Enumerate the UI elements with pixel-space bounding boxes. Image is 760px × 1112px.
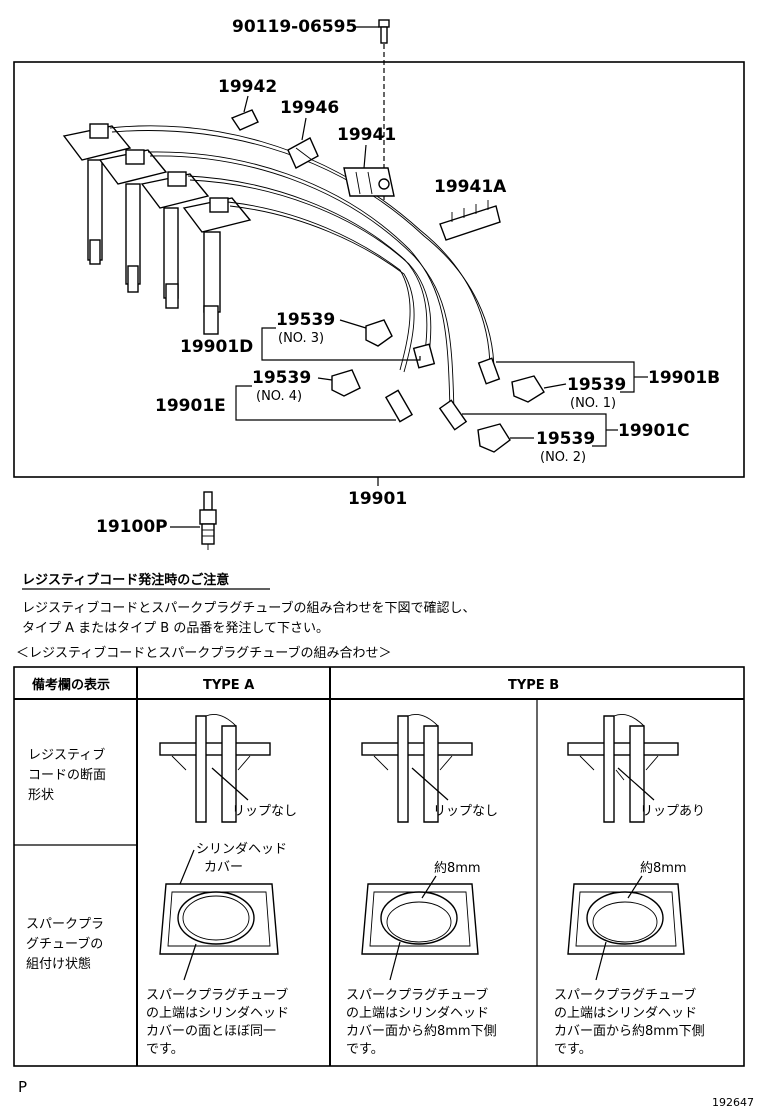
lip-yes-label: リップあり	[640, 804, 705, 819]
plug-boots-icon	[62, 123, 252, 335]
approx-8mm-label-1: 約8mm	[434, 861, 481, 876]
part-number-cap-no3[interactable]: 19539	[276, 310, 335, 330]
cap-no4-tag: (NO. 4)	[256, 389, 302, 404]
cap-no1-icon	[511, 375, 545, 403]
svg-text:スパークプラグチューブ: スパークプラグチューブ	[146, 987, 288, 1003]
cord-section-type-b1-icon: リップなし	[361, 714, 498, 823]
table-title: ＜レジスティブコードとスパークプラグチューブの組み合わせ＞	[16, 645, 391, 661]
part-number-19946[interactable]: 19946	[280, 98, 339, 118]
part-number-19901d[interactable]: 19901D	[180, 337, 253, 357]
cap-no2-icon	[477, 423, 511, 453]
footer-mark: P	[18, 1078, 27, 1096]
note-line-1: レジスティブコードとスパークプラグチューブの組み合わせを下図で確認し、	[22, 600, 475, 616]
part-number-bolt[interactable]: 90119-06595	[232, 17, 357, 37]
part-number-cap-no4[interactable]: 19539	[252, 368, 311, 388]
figure-id: 192647	[712, 1096, 754, 1109]
lip-none-label-2: リップなし	[433, 804, 498, 819]
cap-no3-group: 19539 (NO. 3) 19901D	[180, 310, 421, 361]
svg-text:の上端はシリンダヘッド: の上端はシリンダヘッド	[146, 1006, 289, 1021]
cap-no1-group: 19539 (NO. 1) 19901B	[496, 361, 720, 411]
part-number-19941a[interactable]: 19941A	[434, 177, 507, 197]
row2-label-2: グチューブの	[26, 936, 103, 952]
cord-section-type-a-icon: リップなし	[159, 714, 297, 823]
part-number-19942[interactable]: 19942	[218, 77, 277, 97]
part-number-19901[interactable]: 19901	[348, 489, 407, 509]
cap-no2-group: 19539 (NO. 2) 19901C	[462, 413, 690, 465]
col-label: 備考欄の表示	[32, 677, 110, 693]
svg-text:カバー面から約8mm下側: カバー面から約8mm下側	[346, 1024, 497, 1039]
clamp-19941-icon	[343, 167, 395, 197]
lip-none-label-1: リップなし	[232, 804, 297, 819]
head-cover-label-1: シリンダヘッド	[196, 842, 287, 857]
part-number-cap-no2[interactable]: 19539	[536, 429, 595, 449]
clamp-19941a-icon	[439, 200, 501, 241]
caption-type-b1: スパークプラグチューブ の上端はシリンダヘッド カバー面から約8mm下側 です。	[346, 987, 497, 1057]
tube-install-type-b1-icon: 約8mm	[361, 861, 481, 981]
svg-text:です。: です。	[554, 1042, 592, 1057]
part-number-19100p[interactable]: 19100P	[96, 517, 168, 537]
tube-install-type-a-icon: シリンダヘッド カバー	[159, 842, 287, 981]
svg-text:です。: です。	[346, 1042, 384, 1057]
svg-text:の上端はシリンダヘッド: の上端はシリンダヘッド	[346, 1006, 489, 1021]
clamp-19942-icon	[230, 109, 259, 131]
svg-text:スパークプラグチューブ: スパークプラグチューブ	[346, 987, 488, 1003]
svg-text:スパークプラグチューブ: スパークプラグチューブ	[554, 987, 696, 1003]
cord-set-frame	[13, 61, 745, 478]
combination-table: 備考欄の表示 TYPE A TYPE B レジスティブ コードの断面 形状 スパ…	[13, 666, 745, 1067]
note-heading: レジスティブコード発注時のご注意	[22, 572, 229, 588]
part-number-19901b[interactable]: 19901B	[648, 368, 720, 388]
spark-plug-group: 19100P	[96, 491, 217, 550]
cap-no3-icon	[365, 319, 393, 347]
row1-label-3: 形状	[28, 788, 54, 803]
note-line-2: タイプ A またはタイプ B の品番を発注して下さい。	[22, 621, 329, 636]
ignition-cords	[109, 125, 501, 431]
cord-section-type-b2-icon: リップあり	[567, 714, 705, 823]
part-number-cap-no1[interactable]: 19539	[567, 375, 626, 395]
part-number-19901e[interactable]: 19901E	[155, 396, 226, 416]
cap-no1-tag: (NO. 1)	[570, 396, 616, 411]
row1-label-1: レジスティブ	[28, 747, 105, 763]
svg-text:カバーの面とほぼ同一: カバーの面とほぼ同一	[146, 1024, 276, 1039]
row1-label-2: コードの断面	[28, 768, 106, 783]
svg-text:カバー面から約8mm下側: カバー面から約8mm下側	[554, 1024, 705, 1039]
bolt-icon	[378, 19, 390, 44]
head-cover-label-2: カバー	[204, 860, 243, 875]
caption-type-a: スパークプラグチューブ の上端はシリンダヘッド カバーの面とほぼ同一 です。	[146, 987, 289, 1057]
cap-no4-icon	[331, 369, 361, 397]
row2-label-1: スパークプラ	[26, 917, 104, 932]
approx-8mm-label-2: 約8mm	[640, 861, 687, 876]
cap-no3-tag: (NO. 3)	[278, 331, 324, 346]
caption-type-b2: スパークプラグチューブ の上端はシリンダヘッド カバー面から約8mm下側 です。	[554, 987, 705, 1057]
part-number-19941[interactable]: 19941	[337, 125, 396, 145]
cap-no4-group: 19539 (NO. 4) 19901E	[155, 368, 396, 421]
svg-text:の上端はシリンダヘッド: の上端はシリンダヘッド	[554, 1006, 697, 1021]
header-type-a: TYPE A	[203, 678, 254, 693]
tube-install-type-b2-icon: 約8mm	[567, 861, 687, 981]
header-type-b: TYPE B	[508, 678, 559, 693]
svg-text:です。: です。	[146, 1042, 184, 1057]
spark-plug-icon	[199, 491, 217, 550]
row2-label-3: 組付け状態	[26, 956, 91, 972]
part-number-19901c[interactable]: 19901C	[618, 421, 690, 441]
clamp-19946-icon	[287, 137, 319, 169]
cap-no2-tag: (NO. 2)	[540, 450, 586, 465]
